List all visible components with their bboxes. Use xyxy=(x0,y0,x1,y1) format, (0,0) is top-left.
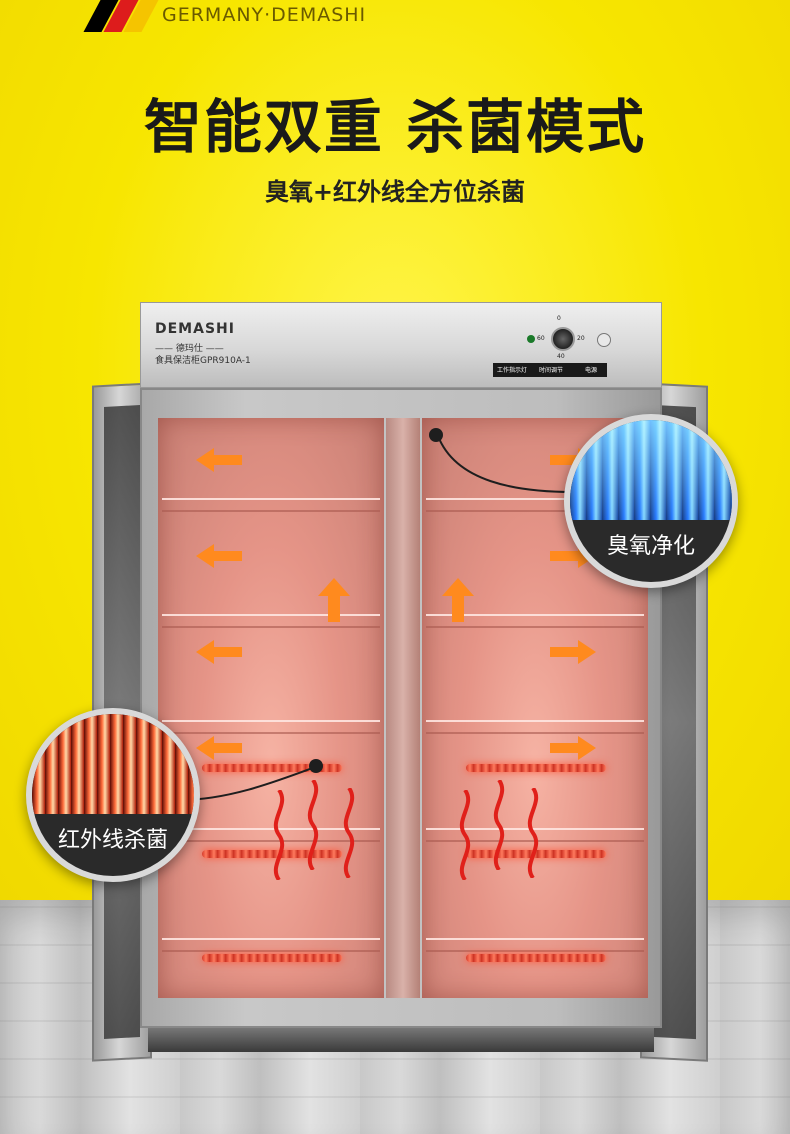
infrared-tube xyxy=(202,850,342,858)
knob-mark-60: 60 xyxy=(537,335,545,342)
knob-mark-40: 40 xyxy=(557,353,565,360)
heat-wave-icon xyxy=(268,790,290,880)
ozone-callout: 臭氧净化 xyxy=(564,414,738,588)
infrared-label: 红外线杀菌 xyxy=(57,828,168,853)
infrared-tube-closeup xyxy=(32,714,194,815)
control-label-panel: 工作指示灯 时间调节 电源 xyxy=(493,363,607,377)
power-label: 电源 xyxy=(585,367,598,374)
timer-knob[interactable] xyxy=(551,327,575,351)
page-subtitle: 臭氧+红外线全方位杀菌 xyxy=(264,178,526,206)
infrared-dot xyxy=(309,759,323,773)
cabinet-control-header: DEMASHI —— 德玛仕 —— 食具保洁柜GPR910A-1 0 60 20… xyxy=(140,302,662,388)
arrow-left-icon xyxy=(196,736,242,760)
german-flag-stripes xyxy=(82,0,159,32)
infrared-tube xyxy=(466,764,606,772)
cabinet-brand-tag: —— 德玛仕 —— xyxy=(155,344,224,354)
left-chamber xyxy=(158,418,384,998)
rack xyxy=(426,938,644,952)
infrared-leader-line xyxy=(180,760,320,810)
arrow-right-icon xyxy=(550,640,596,664)
arrow-left-icon xyxy=(196,448,242,472)
brand-line: GERMANY·DEMASHI xyxy=(162,4,367,26)
cabinet-base xyxy=(148,1028,654,1052)
ozone-leader-line xyxy=(436,432,576,502)
work-indicator-label: 工作指示灯 xyxy=(497,367,528,374)
infrared-tube xyxy=(202,764,342,772)
arrow-left-icon xyxy=(196,544,242,568)
time-adjust-label: 时间调节 xyxy=(539,367,564,374)
rack xyxy=(162,938,380,952)
arrow-right-icon xyxy=(550,736,596,760)
rack xyxy=(162,828,380,842)
cabinet-brand: DEMASHI xyxy=(155,321,235,337)
heat-wave-icon xyxy=(522,788,544,878)
infrared-tube xyxy=(466,850,606,858)
rack xyxy=(426,498,644,512)
rack xyxy=(162,498,380,512)
arrow-left-icon xyxy=(196,640,242,664)
rack xyxy=(426,614,644,628)
cabinet-model: 食具保洁柜GPR910A-1 xyxy=(155,356,251,366)
power-button[interactable] xyxy=(597,333,611,347)
rack xyxy=(162,614,380,628)
arrow-up-icon xyxy=(442,578,474,622)
knob-mark-20: 20 xyxy=(577,335,585,342)
brand-strip: GERMANY·DEMASHI xyxy=(0,0,790,32)
ozone-label: 臭氧净化 xyxy=(606,534,695,559)
heat-wave-icon xyxy=(488,780,510,870)
heat-wave-icon xyxy=(454,790,476,880)
arrow-up-icon xyxy=(318,578,350,622)
heat-wave-icon xyxy=(338,788,360,878)
rack xyxy=(426,720,644,734)
rack xyxy=(162,720,380,734)
page-title: 智能双重 杀菌模式 xyxy=(143,93,647,161)
infrared-tube xyxy=(466,954,606,962)
infrared-tube xyxy=(202,954,342,962)
heat-wave-icon xyxy=(302,780,324,870)
knob-mark-0: 0 xyxy=(557,315,561,322)
center-divider xyxy=(386,418,420,998)
ozone-lamp-closeup xyxy=(570,420,732,521)
ozone-dot xyxy=(429,428,443,442)
infrared-callout: 红外线杀菌 xyxy=(26,708,200,882)
work-indicator-led xyxy=(527,335,535,343)
